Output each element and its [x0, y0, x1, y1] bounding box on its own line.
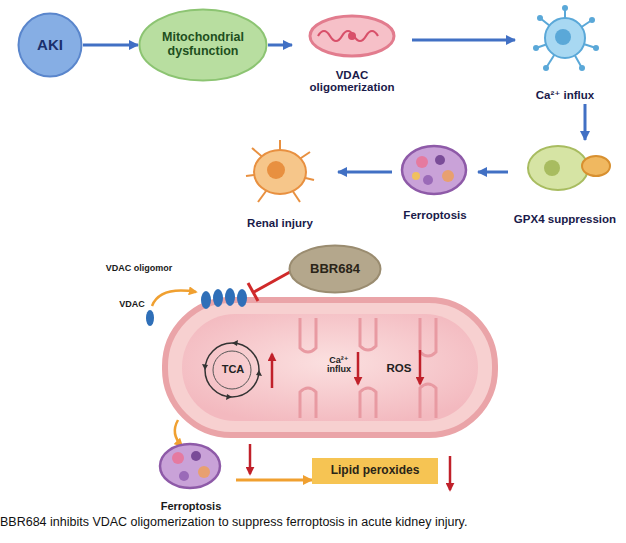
process-arrow — [152, 291, 196, 306]
flow-arrow — [268, 44, 292, 47]
flow-arrow — [338, 171, 392, 174]
injured-cell-icon — [246, 140, 314, 202]
node-label: Ferroptosis — [403, 209, 466, 222]
node-text-box: Ca²⁺ influx — [515, 8, 615, 104]
illustrated-node: Ca²⁺ influx — [515, 8, 615, 104]
process-node: AKI — [17, 12, 83, 78]
process-node: BBR684 — [288, 244, 382, 294]
annotation-label: VDAC oligomor — [104, 264, 174, 273]
annotation-label: ROS — [382, 362, 416, 374]
process-arrow — [175, 420, 182, 446]
vdac-channel — [146, 288, 247, 326]
node-text-box: Lipid peroxides — [312, 458, 438, 484]
flow-arrow — [478, 171, 508, 174]
node-label: Ferroptosis — [161, 500, 222, 512]
node-label: AKI — [37, 37, 63, 54]
node-label: GPX4 suppression — [514, 213, 616, 226]
immune-cell-icon — [533, 5, 599, 71]
node-text-box: GPX4 suppression — [508, 140, 622, 228]
illustrated-node: Renal injury — [222, 140, 338, 232]
annotation-label: Ca²⁺ influx — [322, 356, 356, 375]
change-arrow — [250, 350, 450, 490]
illustrated-node: Ferroptosis — [146, 440, 236, 514]
flow-arrow — [83, 44, 138, 47]
node-text-box: Renal injury — [222, 140, 338, 232]
node-text-box: Ferroptosis — [146, 440, 236, 514]
node-text-box: AKI — [17, 12, 83, 78]
node-text-box: BBR684 — [288, 244, 382, 294]
node-label: BBR684 — [310, 262, 360, 276]
node-text-box: VDAC oligomerization — [292, 10, 412, 96]
flow-arrow — [236, 479, 312, 482]
node-label: Renal injury — [247, 217, 313, 230]
node-label: Lipid peroxides — [331, 464, 420, 477]
figure-caption: BBR684 inhibits VDAC oligomerization to … — [0, 515, 626, 529]
node-text-box: Mitochondrial dysfunction — [138, 8, 268, 82]
annotation-label: VDAC — [112, 300, 152, 309]
flow-arrow — [412, 39, 515, 42]
node-label: VDAC oligomerization — [294, 69, 410, 94]
cell-icon — [528, 146, 610, 190]
node-label: Ca²⁺ influx — [536, 89, 594, 102]
flow-arrow — [584, 104, 587, 140]
node-label: Mitochondrial dysfunction — [140, 31, 266, 59]
illustrated-node: GPX4 suppression — [508, 140, 622, 228]
process-node: Lipid peroxides — [312, 458, 438, 484]
mitochondrion — [165, 300, 495, 435]
node-text-box: Ferroptosis — [392, 140, 478, 224]
illustrated-node: Ferroptosis — [392, 140, 478, 224]
ferroptotic-cell-icon — [160, 444, 220, 488]
inhibition-line — [248, 272, 290, 301]
annotation-label: TCA — [216, 364, 250, 376]
mitochondrion-icon — [310, 16, 394, 56]
process-node: Mitochondrial dysfunction — [138, 8, 268, 82]
ferroptotic-cell-icon — [402, 146, 466, 194]
illustrated-node: VDAC oligomerization — [292, 10, 412, 96]
